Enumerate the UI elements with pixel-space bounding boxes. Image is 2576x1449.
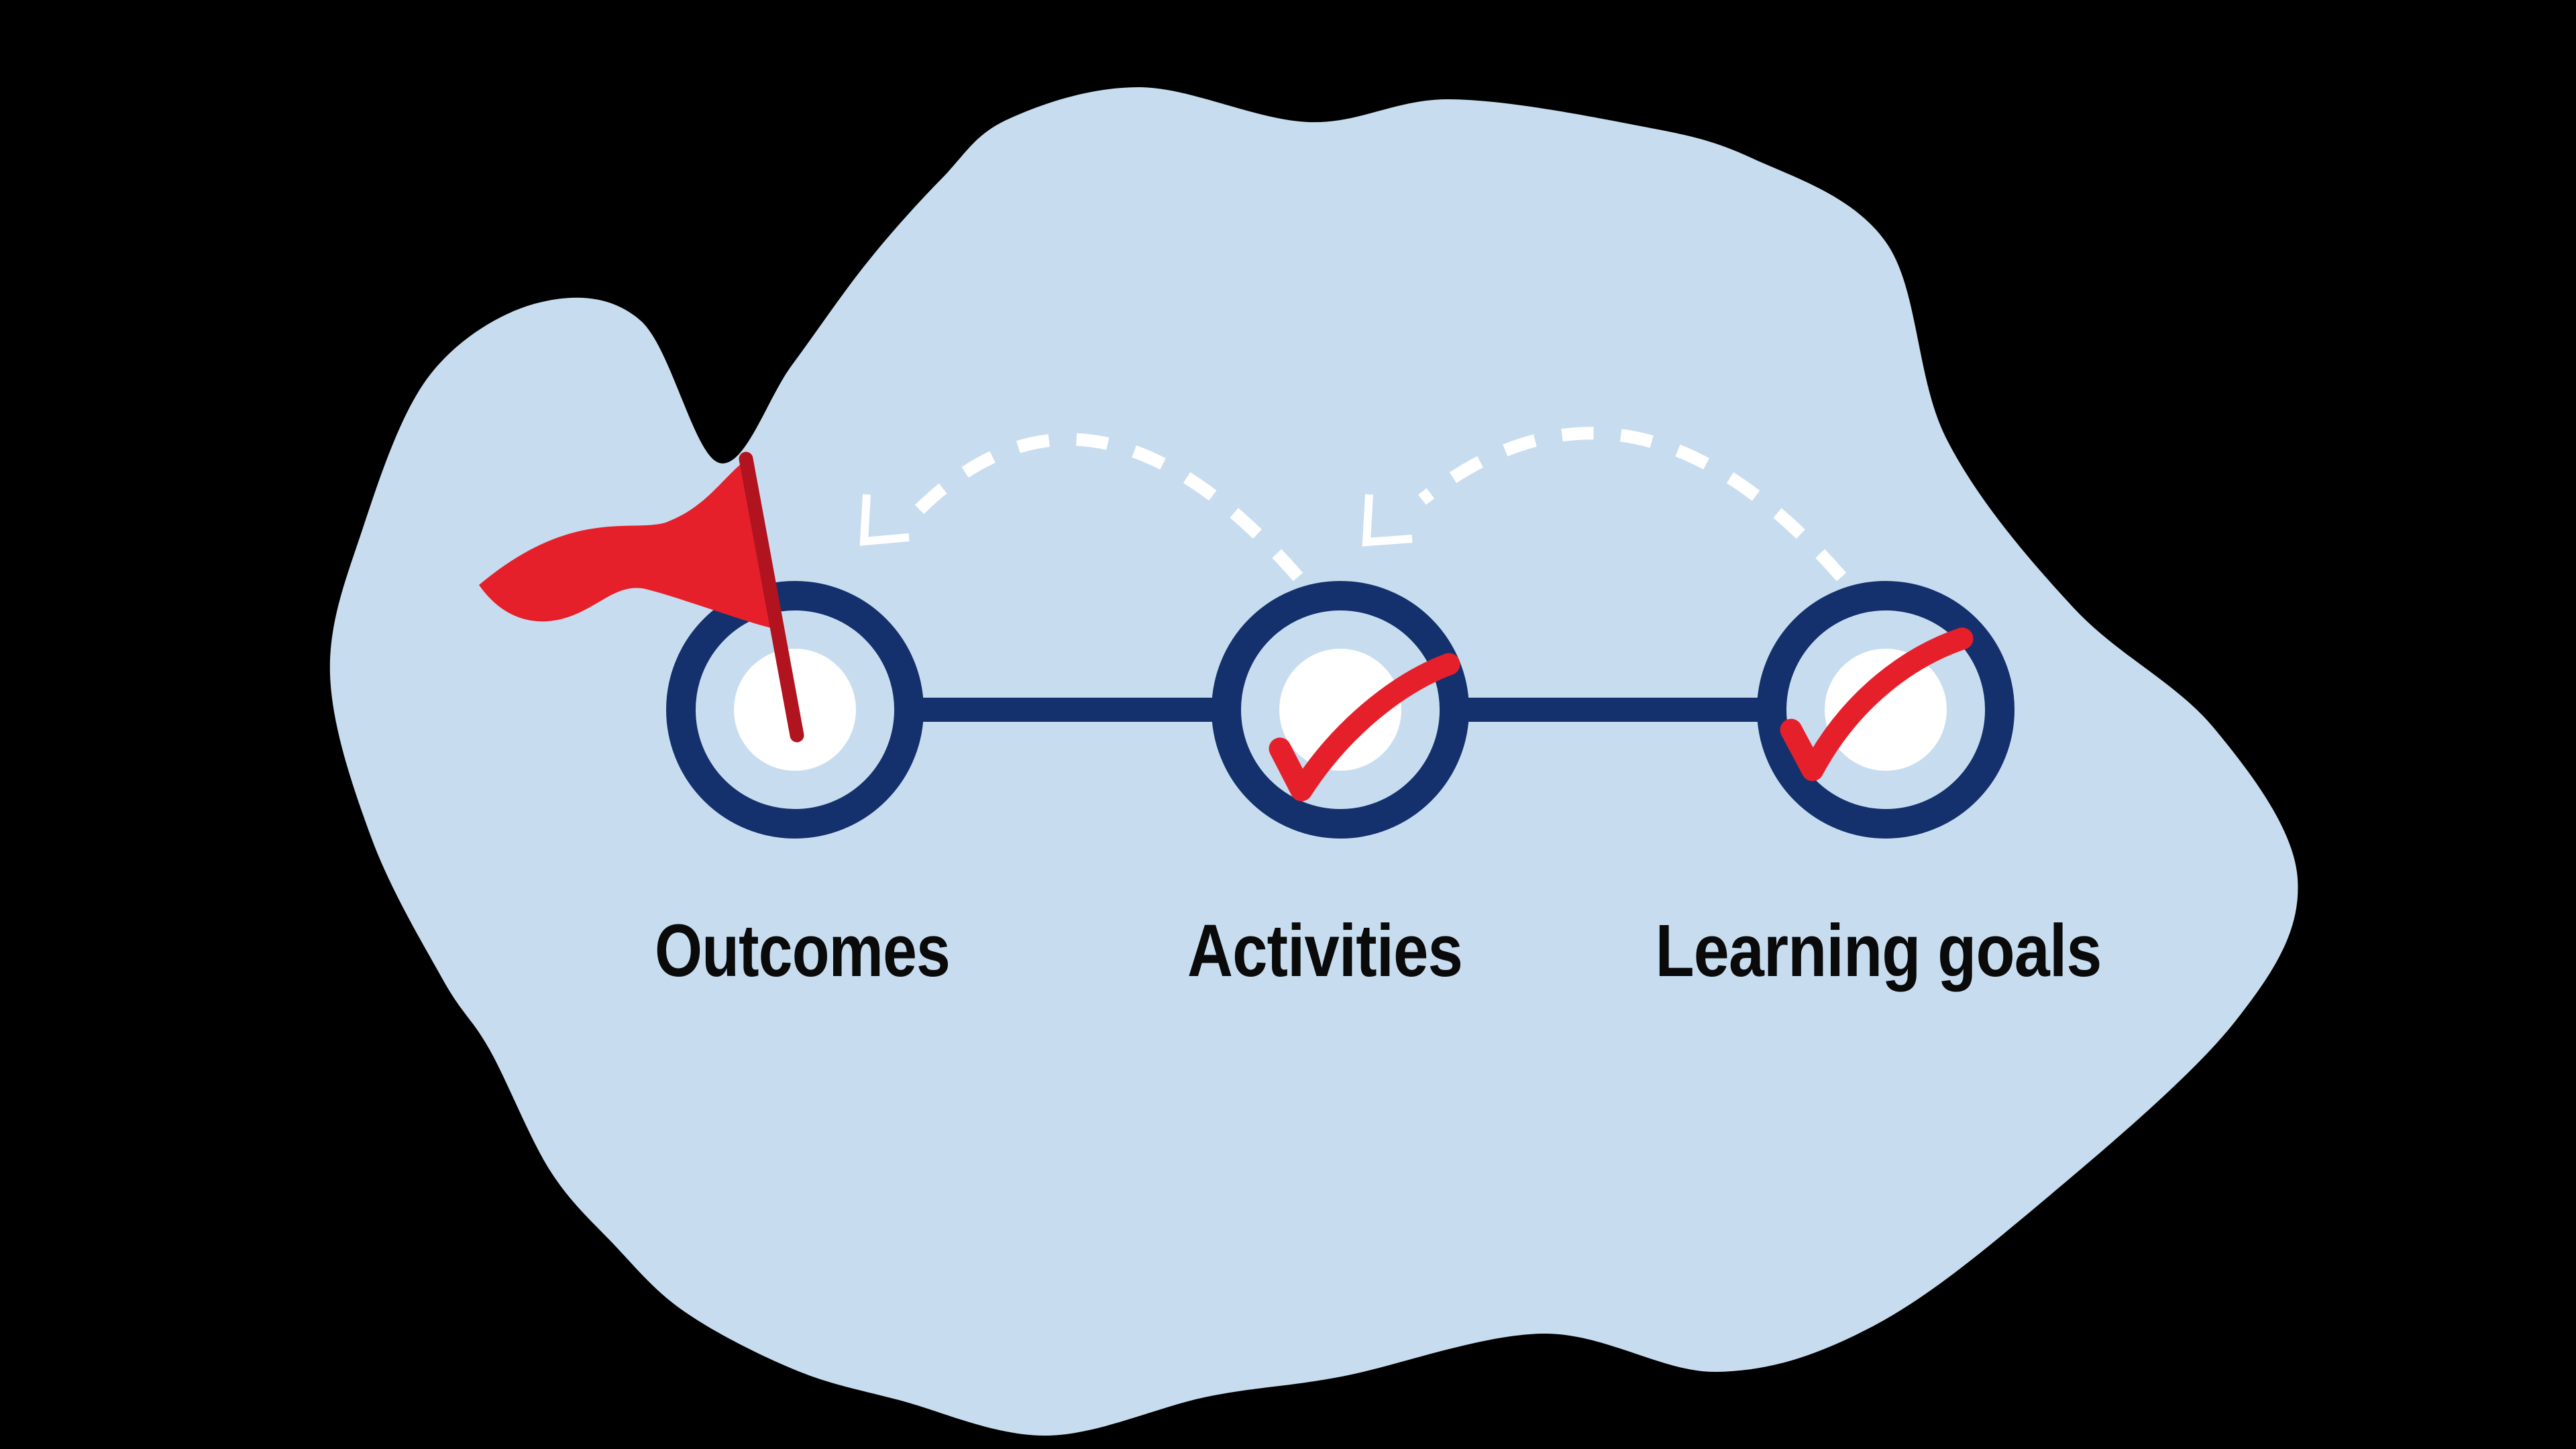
dashed-arc (906, 433, 1303, 582)
arrow-activities-to-outcomes (859, 433, 1303, 582)
flag-icon (479, 451, 804, 743)
arrowhead-left-icon (859, 494, 910, 546)
arrow-learning-goals-to-activities (1362, 427, 1847, 582)
flag-pole (739, 451, 804, 743)
node-label-outcomes: Outcomes (655, 910, 950, 992)
node-inner-dot (1825, 649, 1947, 771)
checkmark-icon (1780, 627, 1974, 782)
node-label-learning-goals: Learning goals (1656, 910, 2102, 992)
node-learning-goals (1757, 581, 2015, 839)
flag-fabric (479, 463, 777, 629)
node-outcomes (479, 451, 924, 839)
node-inner-dot (1279, 649, 1401, 771)
arrowhead-left-icon (1362, 494, 1413, 547)
node-label-activities: Activities (1187, 910, 1462, 992)
node-activities (1212, 581, 1469, 839)
checkmark-icon (1269, 653, 1460, 802)
dashed-arc (1418, 427, 1847, 582)
